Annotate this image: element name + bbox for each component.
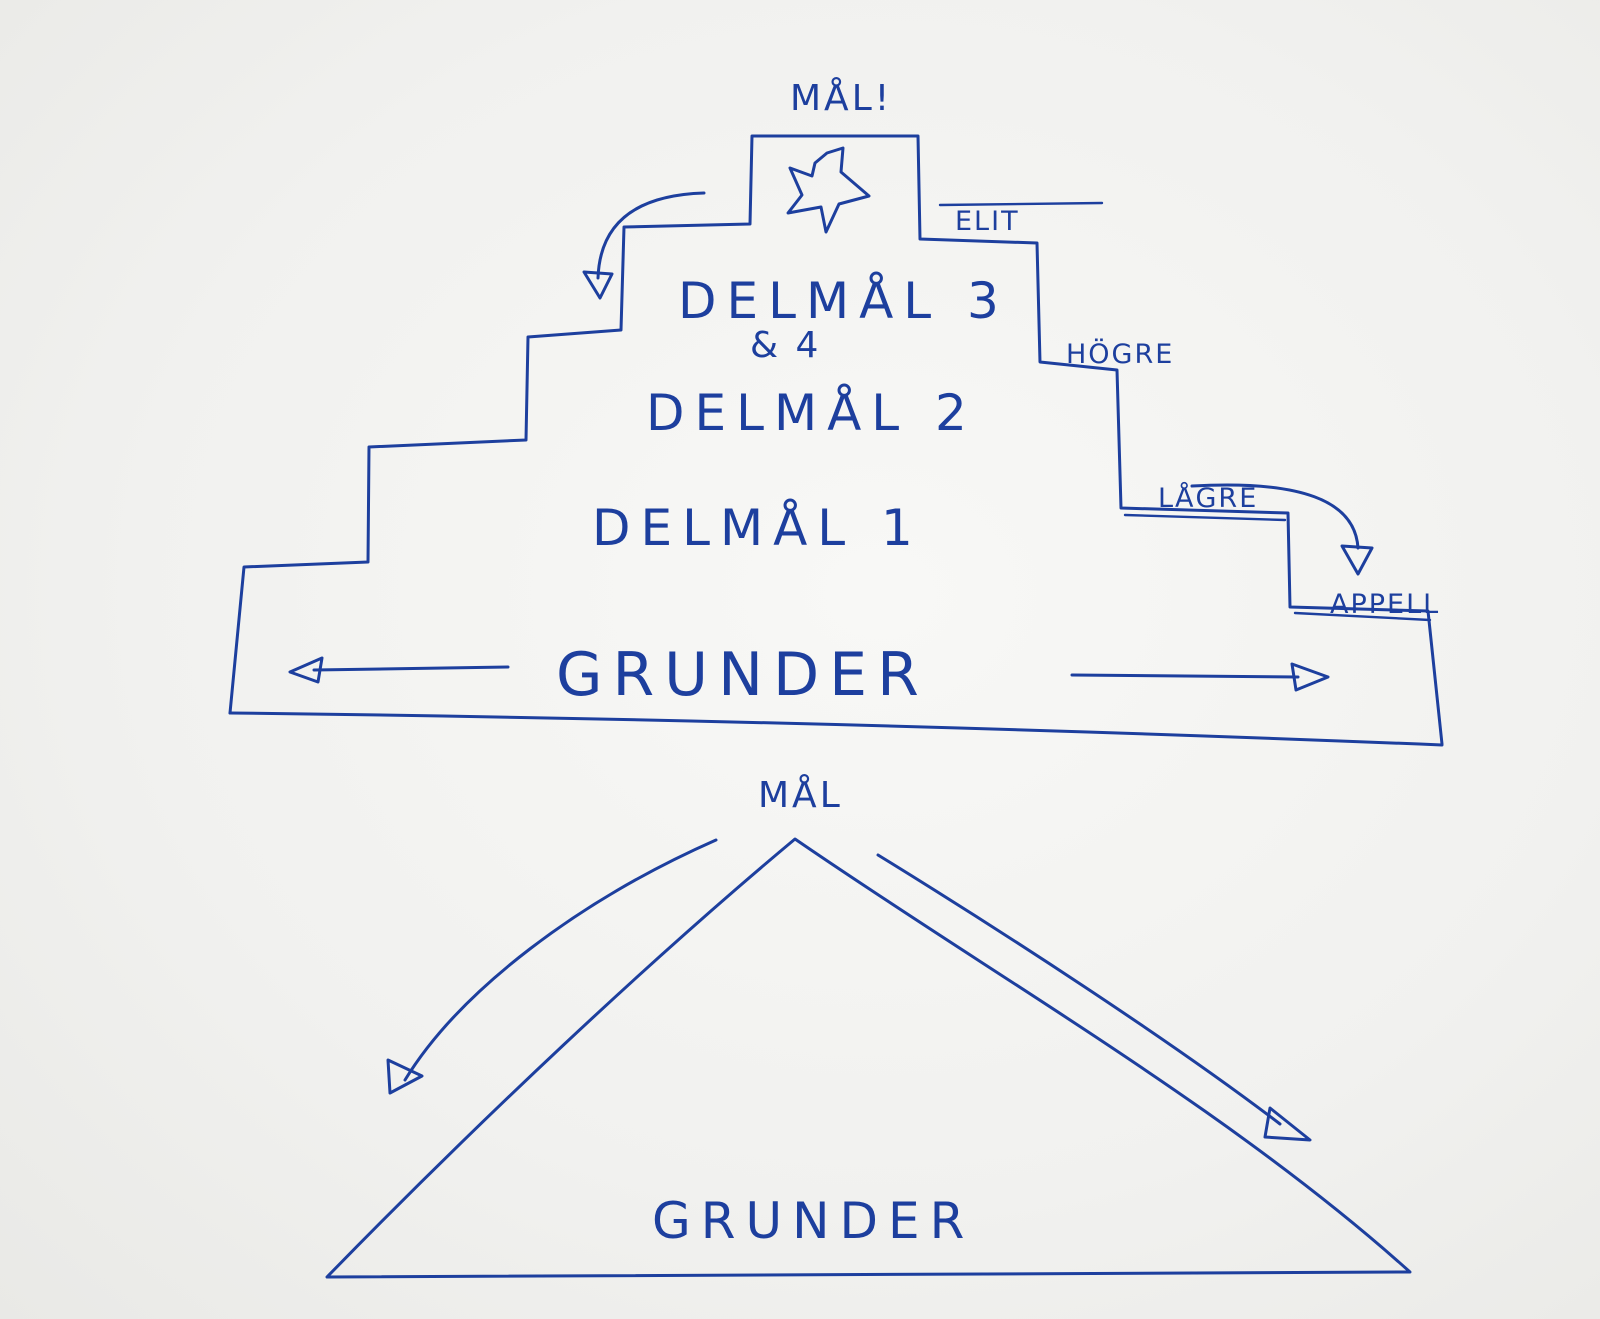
triangle-arrow-left-head <box>386 1058 424 1095</box>
triangle-base-label: GRUNDER <box>652 1192 974 1250</box>
triangle-top-label: MÅL <box>758 773 843 816</box>
star-icon <box>786 146 871 234</box>
goal3-label: DELMÅL 3 <box>678 272 1009 330</box>
base-arrow-left-head <box>288 656 324 684</box>
curved-arrow-top-left <box>596 191 706 280</box>
higher-label: HÖGRE <box>1066 338 1174 370</box>
staircase-left-outline <box>228 134 1444 746</box>
appeal-label: APPELL <box>1330 589 1440 620</box>
base-arrow-right-head <box>1290 662 1330 692</box>
triangle-arrow-right-head <box>1263 1106 1312 1142</box>
base-label: GRUNDER <box>556 640 929 710</box>
staircase-bottom-line <box>228 711 1444 747</box>
triangle-arrow-right <box>876 853 1282 1126</box>
triangle-outline <box>325 837 1412 1279</box>
triangle-diagram: MÅL GRUNDER <box>325 773 1412 1279</box>
goal1-label: DELMÅL 1 <box>592 499 923 557</box>
appeal-step-line <box>1293 611 1432 622</box>
goal2-label: DELMÅL 2 <box>646 384 977 442</box>
staircase-diagram: MÅL! ELIT HÖGRE LÅGRE APPELL DELMÅL 3 & … <box>228 76 1444 747</box>
curved-arrow-right-head <box>1340 544 1374 576</box>
base-arrow-left-line <box>312 665 510 672</box>
triangle-arrow-left <box>403 838 718 1082</box>
elite-underline <box>938 201 1104 207</box>
base-arrow-right-line <box>1070 673 1300 679</box>
lower-step-line <box>1123 513 1287 522</box>
curved-arrow-right <box>1190 483 1360 550</box>
elite-label: ELIT <box>955 206 1020 237</box>
curved-arrow-top-left-head <box>582 270 614 300</box>
lower-label: LÅGRE <box>1158 482 1258 514</box>
top-goal-label: MÅL! <box>790 76 892 119</box>
goal3-suffix-label: & 4 <box>750 325 821 366</box>
